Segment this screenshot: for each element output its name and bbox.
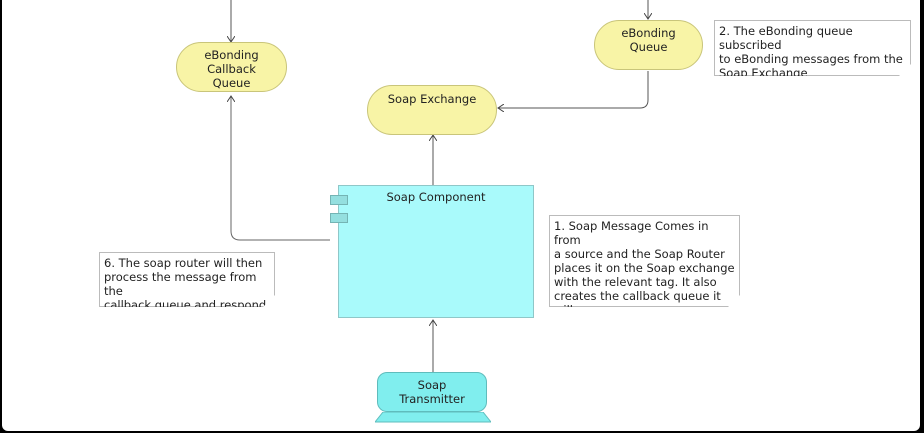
callback-queue-line-3: Queue	[212, 76, 251, 90]
transmitter-base	[375, 412, 491, 423]
soap-component[interactable]: Soap Component	[338, 185, 534, 318]
note-1-line: places it on the Soap exchange	[554, 261, 735, 275]
soap-transmitter-line-2: Transmitter	[399, 392, 465, 406]
component-port-icon	[330, 213, 348, 223]
note-2-line: 2. The eBonding queue subscribed	[719, 24, 853, 52]
ebonding-queue-line-2: Queue	[629, 40, 668, 54]
note-2-line: to eBonding messages from the	[719, 52, 903, 66]
note-2[interactable]: 2. The eBonding queue subscribed to eBon…	[714, 20, 911, 76]
ebonding-queue[interactable]: eBonding Queue	[594, 20, 703, 70]
soap-exchange[interactable]: Soap Exchange	[367, 85, 497, 135]
note-1-line: a source and the Soap Router	[554, 247, 725, 261]
ebonding-queue-line-1: eBonding	[621, 26, 676, 40]
note-1[interactable]: 1. Soap Message Comes in from a source a…	[549, 215, 740, 307]
ebonding-callback-queue[interactable]: eBonding Callback Queue	[176, 42, 287, 92]
soap-exchange-label: Soap Exchange	[387, 92, 477, 106]
note-6-line: process the message from the	[104, 270, 257, 298]
note-6[interactable]: 6. The soap router will then process the…	[99, 252, 275, 307]
note-1-line: with the relevant tag. It also	[554, 275, 717, 289]
edge-component-to-callback-queue	[231, 96, 330, 241]
note-1-line: 1. Soap Message Comes in from	[554, 219, 709, 247]
note-6-line: 6. The soap router will then	[104, 256, 263, 270]
soap-transmitter[interactable]: Soap Transmitter	[377, 372, 487, 412]
soap-transmitter-line-1: Soap	[417, 378, 447, 392]
component-port-icon	[330, 195, 348, 205]
callback-queue-line-1: eBonding	[204, 48, 259, 62]
soap-component-label: Soap Component	[386, 190, 486, 204]
callback-queue-line-2: Callback	[207, 62, 256, 76]
edge-ebonding-queue-to-exchange	[498, 71, 649, 108]
